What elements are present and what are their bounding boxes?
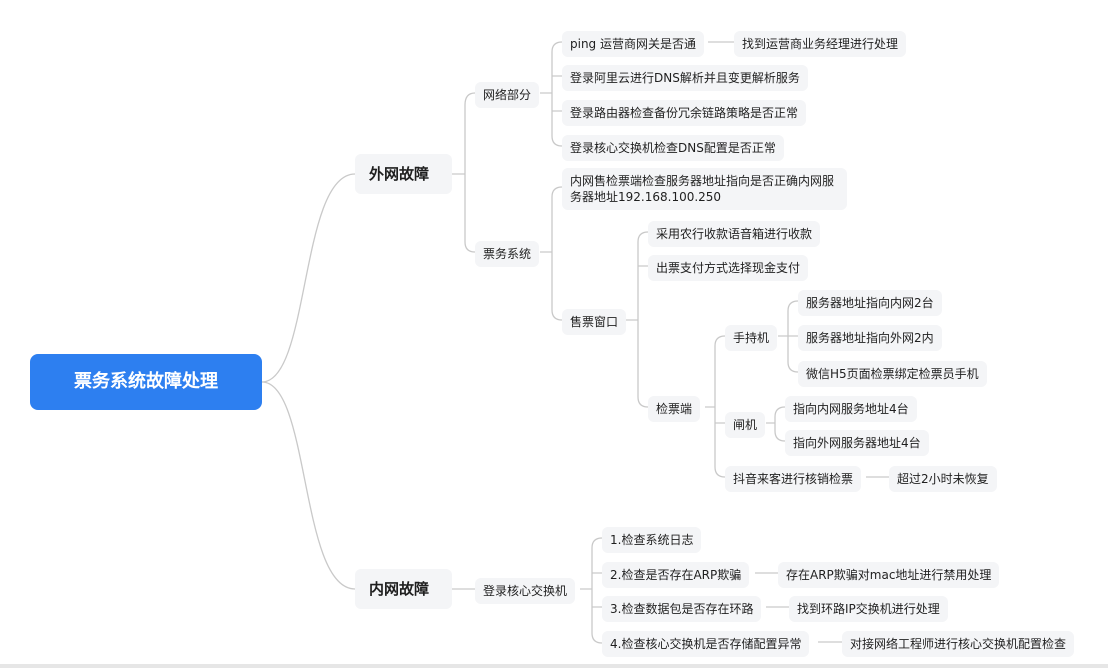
link-checkpoint-branch: [705, 335, 726, 478]
link-network-branch: [540, 41, 563, 147]
window-item-abc-speaker[interactable]: 采用农行收款语音箱进行收款: [648, 221, 821, 247]
network-item-ping[interactable]: ping 运营商网关是否通: [562, 31, 704, 57]
link-ticketing-branch: [540, 186, 563, 321]
handheld-item-internal[interactable]: 服务器地址指向内网2台: [798, 290, 942, 316]
ticketing-server-check[interactable]: 内网售检票端检查服务器地址指向是否正确内网服务器地址192.168.100.25…: [562, 168, 847, 210]
network-item-ping-action[interactable]: 找到运营商业务经理进行处理: [734, 31, 907, 57]
handheld-node[interactable]: 手持机: [725, 325, 778, 351]
ticketing-section-node[interactable]: 票务系统: [475, 241, 540, 267]
step-syslog[interactable]: 1.检查系统日志: [602, 527, 702, 553]
handheld-item-wechat[interactable]: 微信H5页面检票绑定检票员手机: [798, 361, 987, 387]
checkpoint-node[interactable]: 检票端: [648, 396, 701, 422]
core-switch-login-node[interactable]: 登录核心交换机: [475, 578, 576, 604]
external-fault-node[interactable]: 外网故障: [355, 154, 452, 194]
link-gate-branch: [766, 406, 786, 442]
sales-window-node[interactable]: 售票窗口: [562, 309, 627, 335]
step-config-action[interactable]: 对接网络工程师进行核心交换机配置检查: [842, 631, 1075, 657]
step-loop[interactable]: 3.检查数据包是否存在环路: [602, 596, 762, 622]
network-section-node[interactable]: 网络部分: [475, 82, 540, 108]
gate-node[interactable]: 闸机: [725, 412, 766, 438]
handheld-item-external[interactable]: 服务器地址指向外网2内: [798, 325, 942, 351]
network-item-switch-dns[interactable]: 登录核心交换机检查DNS配置是否正常: [562, 135, 784, 161]
bottom-divider: [0, 664, 1108, 668]
network-item-router[interactable]: 登录路由器检查备份冗余链路策略是否正常: [562, 100, 807, 126]
step-loop-action[interactable]: 找到环路IP交换机进行处理: [789, 596, 948, 622]
window-item-cash[interactable]: 出票支付方式选择现金支付: [648, 255, 809, 281]
step-arp-action[interactable]: 存在ARP欺骗对mac地址进行禁用处理: [778, 562, 1000, 588]
link-root-internal: [261, 381, 356, 590]
link-root-external: [261, 173, 356, 383]
internal-fault-node[interactable]: 内网故障: [355, 569, 452, 609]
gate-item-external[interactable]: 指向外网服务器地址4台: [785, 430, 929, 456]
gate-item-internal[interactable]: 指向内网服务地址4台: [785, 396, 917, 422]
link-switch-branch: [580, 537, 603, 644]
link-window-branch: [626, 231, 649, 408]
network-item-dns[interactable]: 登录阿里云进行DNS解析并且变更解析服务: [562, 65, 808, 91]
root-node[interactable]: 票务系统故障处理: [30, 354, 262, 410]
douyin-result[interactable]: 超过2小时未恢复: [889, 466, 997, 492]
step-config[interactable]: 4.检查核心交换机是否存储配置异常: [602, 631, 810, 657]
link-external-trunk: [452, 92, 476, 253]
link-handheld-branch: [778, 300, 799, 373]
douyin-node[interactable]: 抖音来客进行核销检票: [725, 466, 862, 492]
step-arp[interactable]: 2.检查是否存在ARP欺骗: [602, 562, 750, 588]
